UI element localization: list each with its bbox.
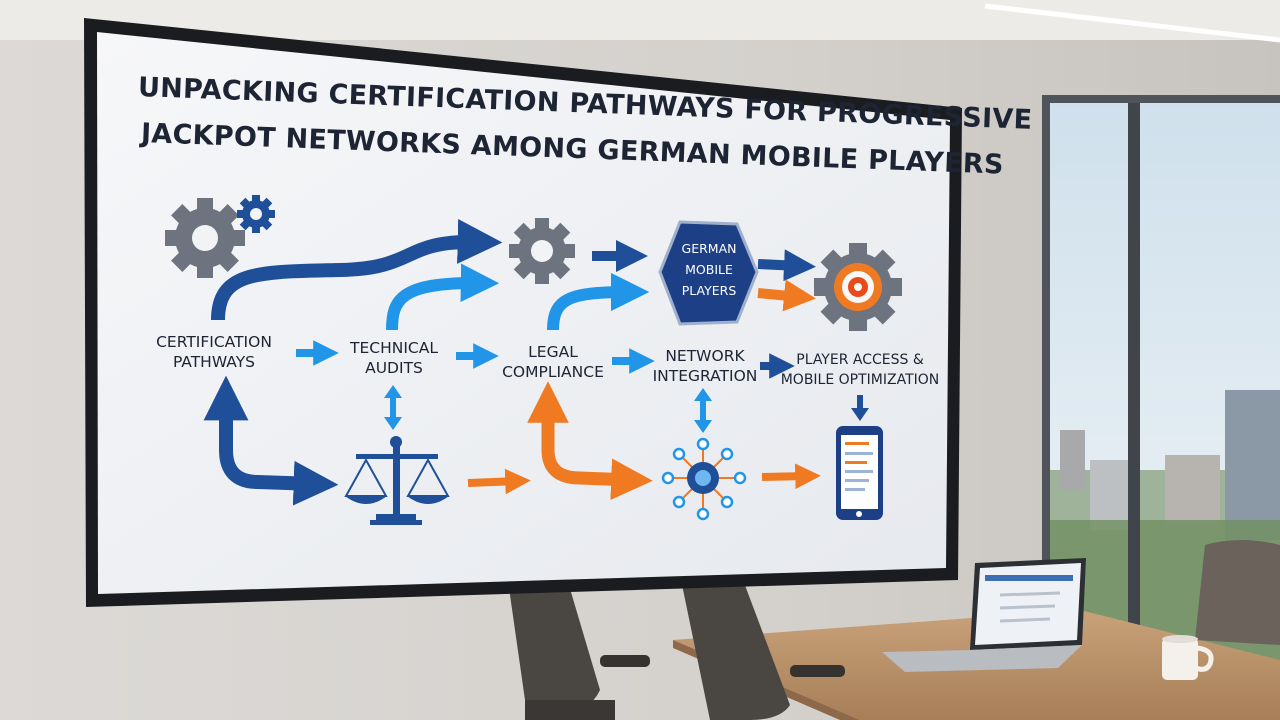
step-label-line: Certification [156,333,272,351]
flow-diagram [165,195,902,525]
step-network-integration: Network Integration [644,346,766,386]
smartphone-icon [836,426,883,520]
hexagon-badge [658,220,759,326]
step-player-access: Player Access & Mobile Optimization [780,350,940,390]
laptop [882,558,1086,672]
network-hub-icon [661,437,747,521]
hexagon-label: German Mobile Players [660,238,758,301]
office-chair-far [1195,540,1280,645]
scales-of-justice-icon [344,436,450,525]
curved-arrow [211,219,503,321]
display-surface [97,32,950,594]
small-gear-icon [237,195,275,233]
loop-arrow [541,410,653,500]
ceiling-light [984,3,1280,43]
arrow [761,463,821,490]
step-label-line: Audits [365,359,423,377]
arrow [757,279,816,312]
step-label-line: Pathways [172,353,256,371]
wall-display [84,18,962,607]
double-arrow [384,385,402,430]
curved-arrow [386,263,500,331]
step-label-line: Integration [652,367,758,385]
gear-icon [165,198,245,278]
curved-arrow [547,272,650,331]
step-label-line: Mobile Optimization [780,372,940,388]
gear-icon [509,218,575,284]
step-technical-audits: Technical Audits [334,338,454,378]
hexagon-label-line: Players [681,283,737,298]
step-label-line: Compliance [502,363,604,381]
step-label-line: Technical [350,339,438,357]
step-legal-compliance: Legal Compliance [492,342,614,382]
coffee-mug [1162,635,1214,680]
hexagon-label-line: German [681,241,737,256]
down-arrow [851,395,869,421]
arrow [467,468,531,495]
hexagon-label-line: Mobile [685,262,733,277]
return-arrow [219,405,339,506]
step-certification-pathways: Certification Pathways [134,332,294,372]
step-label-line: Legal [528,343,578,361]
office-chair-right [680,569,845,720]
arrow [757,249,816,282]
step-label-line: Network [665,347,745,365]
step-label-line: Player Access & [796,352,924,368]
target-gear-icon [814,243,902,331]
double-arrow [694,388,712,433]
